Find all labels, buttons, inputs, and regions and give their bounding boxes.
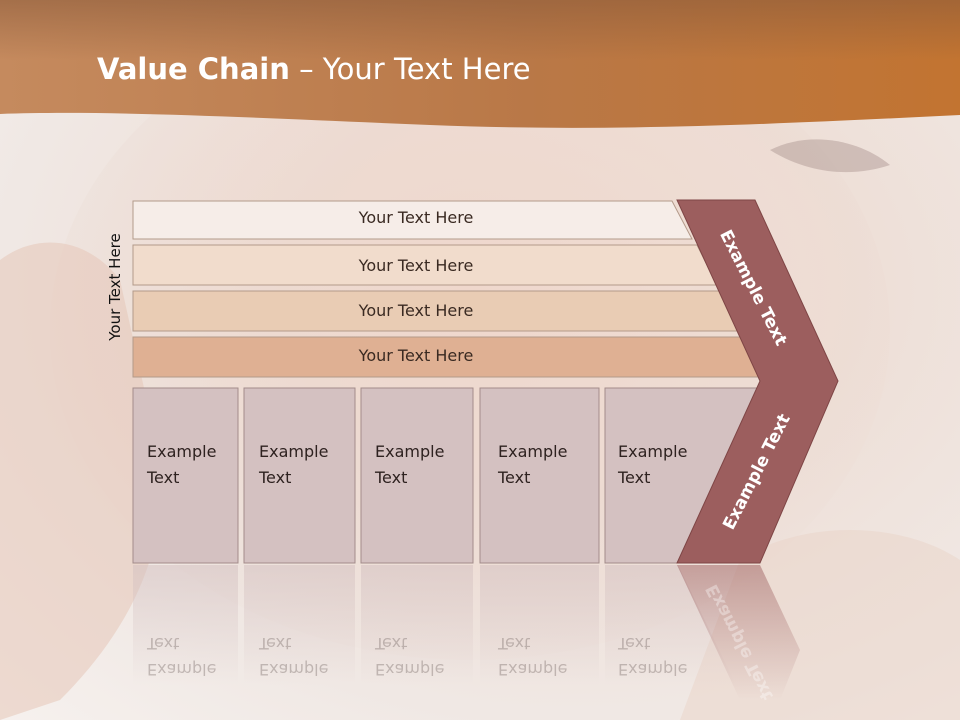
column-reflection-5 [605, 565, 736, 685]
chevron-arrow [676, 199, 839, 564]
chevron-reflection [677, 565, 800, 700]
column-label-1-line1: Example [147, 442, 217, 461]
title-bold: Value Chain [97, 52, 290, 86]
column-reflection-label-1: Example Text [147, 634, 217, 679]
column-label-5-line1: Example [618, 442, 688, 461]
slide-title: Value Chain – Your Text Here [97, 52, 531, 86]
column-label-2-line2: Text [259, 468, 292, 487]
row-label-1: Your Text Here [358, 208, 474, 227]
column-box-1 [132, 387, 239, 564]
column-label-1-line2: Text [147, 468, 180, 487]
column-reflection-label-4: Example Text [498, 634, 568, 679]
column-label-3: Example Text [375, 439, 444, 491]
row-bar-1 [132, 200, 693, 240]
column-box-4 [479, 387, 600, 564]
column-reflection-label-3: Example Text [375, 634, 445, 679]
column-reflection-3 [361, 565, 473, 685]
column-box-3 [360, 387, 474, 564]
column-label-2: Example Text [259, 439, 328, 491]
column-box-2 [243, 387, 356, 564]
row-label-3: Your Text Here [358, 301, 474, 320]
column-label-1: Example Text [147, 439, 216, 491]
row-label-2: Your Text Here [358, 256, 474, 275]
column-reflection-label-2: Example Text [259, 634, 329, 679]
column-reflection-4 [480, 565, 599, 685]
column-label-4-line2: Text [498, 468, 531, 487]
row-label-4: Your Text Here [358, 346, 474, 365]
column-reflection-2 [244, 565, 355, 685]
header-band [0, 0, 960, 128]
column-reflection-label-5: Example Text [618, 634, 688, 679]
column-label-4: Example Text [498, 439, 567, 491]
column-label-5-line2: Text [618, 468, 651, 487]
title-rest: – Your Text Here [289, 52, 531, 86]
column-label-2-line1: Example [259, 442, 329, 461]
column-label-3-line1: Example [375, 442, 445, 461]
column-label-5: Example Text [618, 439, 687, 491]
column-label-3-line2: Text [375, 468, 408, 487]
column-label-4-line1: Example [498, 442, 568, 461]
column-reflection-1 [133, 565, 238, 685]
